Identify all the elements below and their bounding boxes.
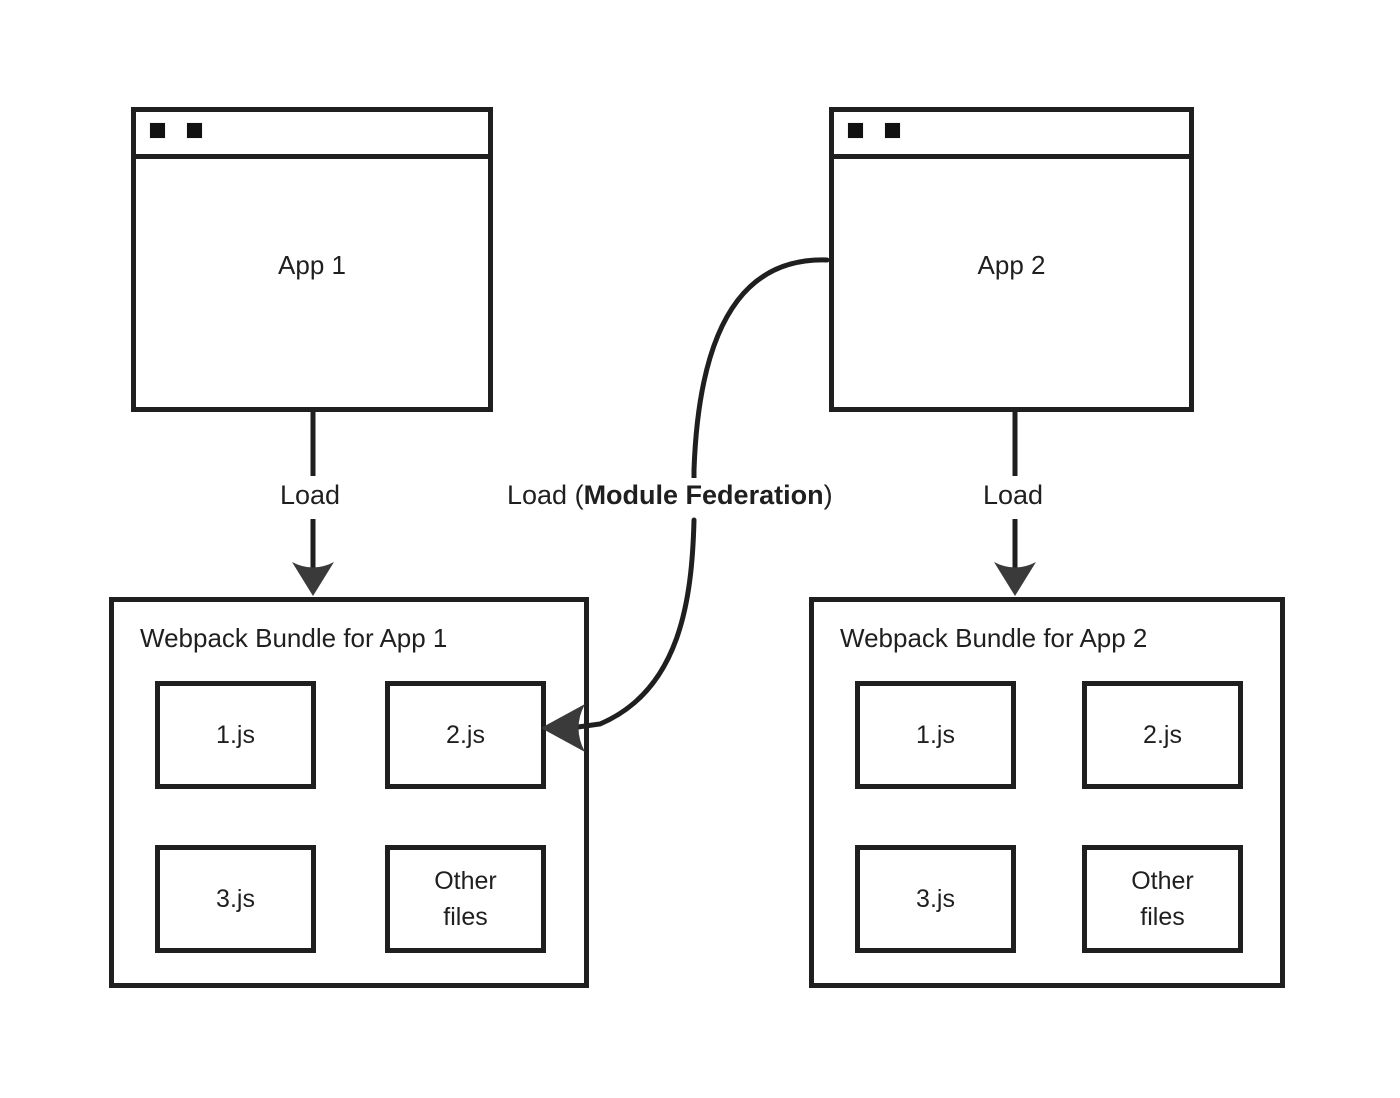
window-square-icon-2[interactable] xyxy=(186,122,203,139)
app-1-label: App 1 xyxy=(278,250,346,280)
module-label-line-1: Other xyxy=(434,867,497,895)
arrowhead-down-icon xyxy=(292,562,334,596)
module-label: 2.js xyxy=(1143,721,1182,749)
bundle-box-app-1: Webpack Bundle for App 1 1.js 2.js 3.js … xyxy=(109,597,589,988)
app-2-label: App 2 xyxy=(977,250,1046,280)
federation-prefix: Load ( xyxy=(507,480,584,510)
module-box-1js[interactable]: 1.js xyxy=(855,681,1016,789)
module-box-3js[interactable]: 3.js xyxy=(855,845,1016,953)
module-label: 3.js xyxy=(216,885,255,913)
module-box-other-files[interactable]: Other files xyxy=(1082,845,1243,953)
browser-titlebar xyxy=(136,112,488,154)
module-label: 2.js xyxy=(446,721,485,749)
browser-window-app-1: App 1 xyxy=(131,107,493,412)
bundle-title-app-2: Webpack Bundle for App 2 xyxy=(840,623,1148,653)
module-box-2js[interactable]: 2.js xyxy=(385,681,546,789)
window-square-icon-1[interactable] xyxy=(847,122,864,139)
module-box-2js[interactable]: 2.js xyxy=(1082,681,1243,789)
module-box-3js[interactable]: 3.js xyxy=(155,845,316,953)
module-label: 1.js xyxy=(916,721,955,749)
module-box-1js[interactable]: 1.js xyxy=(155,681,316,789)
edge-label-load-right: Load xyxy=(976,478,1051,512)
edge-label-module-federation: Load (Module Federation) xyxy=(500,478,840,512)
browser-window-app-2: App 2 xyxy=(829,107,1194,412)
module-label-line-1: Other xyxy=(1131,867,1194,895)
window-square-icon-1[interactable] xyxy=(149,122,166,139)
bundle-box-app-2: Webpack Bundle for App 2 1.js 2.js 3.js … xyxy=(809,597,1285,988)
module-label: 3.js xyxy=(916,885,955,913)
module-label-line-2: files xyxy=(443,903,488,931)
arrowhead-down-icon xyxy=(994,562,1036,596)
module-label: 1.js xyxy=(216,721,255,749)
module-label-line-2: files xyxy=(1140,903,1185,931)
titlebar-divider xyxy=(136,154,488,159)
federation-suffix: ) xyxy=(823,480,833,510)
browser-titlebar xyxy=(834,112,1189,154)
federation-emphasis: Module Federation xyxy=(583,480,824,510)
bundle-title-app-1: Webpack Bundle for App 1 xyxy=(140,623,448,653)
window-square-icon-2[interactable] xyxy=(884,122,901,139)
titlebar-divider xyxy=(834,154,1189,159)
edge-label-load-left: Load xyxy=(273,478,348,512)
module-box-other-files[interactable]: Other files xyxy=(385,845,546,953)
